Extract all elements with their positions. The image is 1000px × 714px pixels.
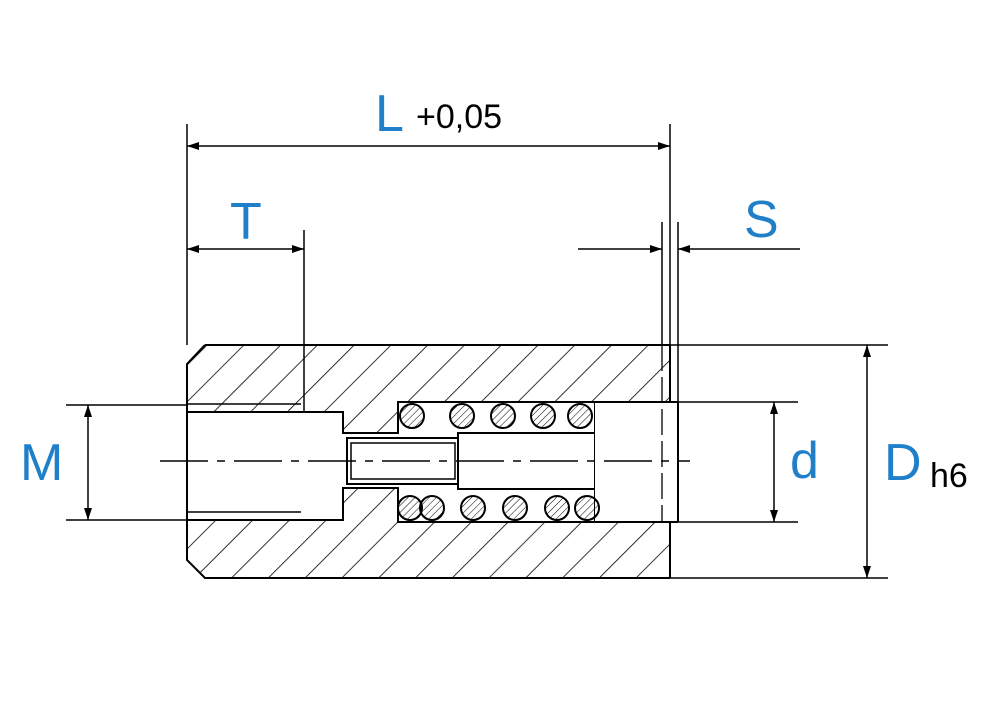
pin-head <box>595 402 678 522</box>
body-section-hatch <box>187 345 670 578</box>
spring-coil <box>490 403 516 429</box>
stroke-symbol: S <box>744 191 779 249</box>
spring-coil <box>530 403 556 429</box>
pin-diameter-symbol: d <box>790 432 819 490</box>
spring-coil <box>449 403 475 429</box>
spring-coil <box>419 495 445 521</box>
outer-diameter-symbol: D <box>884 434 922 492</box>
spring-coil <box>574 495 600 521</box>
spring-coil <box>502 495 528 521</box>
spring-coil <box>567 403 593 429</box>
length-symbol: L <box>375 85 404 143</box>
spring-coil <box>397 495 423 521</box>
thread-symbol: M <box>20 434 64 492</box>
spring-coil <box>544 495 570 521</box>
spring-coils-top <box>399 403 593 429</box>
spring-coil <box>460 495 486 521</box>
length-tolerance: +0,05 <box>416 98 503 136</box>
spring-coils-bottom <box>397 495 600 521</box>
thread-depth-symbol: T <box>230 193 262 251</box>
spring-coil <box>399 403 425 429</box>
outer-diameter-tolerance: h6 <box>930 457 968 495</box>
